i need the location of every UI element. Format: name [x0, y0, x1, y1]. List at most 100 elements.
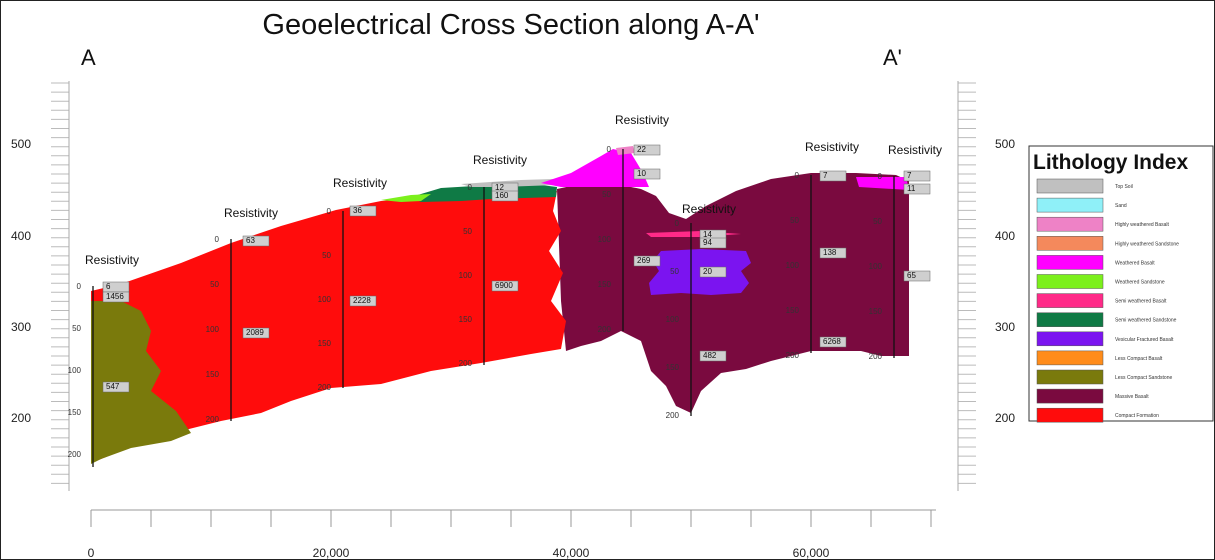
section-end-label: A'	[883, 45, 902, 70]
borehole-depth-label: 150	[206, 370, 220, 379]
borehole-depth-label: 0	[215, 235, 220, 244]
borehole-depth-label: 200	[318, 383, 332, 392]
unit-weathered-sandstone	[381, 194, 431, 202]
legend-label: Vesicular Fractured Basalt	[1115, 337, 1174, 343]
borehole-depth-label: 100	[68, 366, 82, 375]
left-elevation-tick-400: 400	[11, 229, 31, 243]
borehole-value-box	[242, 235, 270, 247]
borehole-depth-label: 0	[878, 172, 883, 181]
right-elevation-tick-200: 200	[995, 411, 1015, 425]
borehole-depth-label: 100	[318, 295, 332, 304]
borehole-resistivity-value: 6	[106, 282, 111, 291]
borehole-resistivity-header: Resistivity	[805, 140, 859, 154]
borehole-resistivity-value: 138	[823, 248, 837, 257]
borehole-value-box	[819, 247, 847, 259]
legend-item: Highly weathered Basalt	[1036, 216, 1170, 232]
borehole-value-box	[903, 270, 931, 282]
legend-swatch	[1036, 178, 1104, 194]
borehole-depth-label: 100	[869, 262, 883, 271]
legend-swatch	[1036, 293, 1104, 308]
borehole-depth-label: 0	[468, 183, 473, 192]
legend-label: Semi weathered Sandstone	[1115, 318, 1177, 324]
borehole-depth-label: 100	[459, 271, 473, 280]
legend-item: Weathered Basalt	[1036, 255, 1155, 270]
unit-weathered-basalt-east	[856, 177, 909, 190]
borehole-depth-label: 100	[206, 325, 220, 334]
borehole-depth-label: 150	[459, 315, 473, 324]
borehole-resistivity-header: Resistivity	[615, 113, 669, 127]
borehole-depth-label: 150	[786, 306, 800, 315]
borehole-resistivity-value: 6900	[495, 281, 513, 290]
borehole-resistivity-value: 36	[353, 206, 362, 215]
borehole-value-box	[349, 295, 377, 307]
borehole-logs: Resistivity05010015020061456547Resistivi…	[68, 113, 942, 467]
borehole-value-box	[491, 280, 519, 292]
legend-label: Top Soil	[1115, 184, 1133, 190]
borehole-resistivity-value: 22	[637, 145, 646, 154]
legend-swatch	[1036, 312, 1104, 327]
legend-item: Semi weathered Basalt	[1036, 293, 1167, 308]
borehole-depth-label: 150	[598, 280, 612, 289]
borehole-depth-label: 0	[77, 282, 82, 291]
borehole-depth-label: 200	[666, 411, 680, 420]
unit-compact-formation	[91, 191, 566, 463]
borehole-resistivity-value: 269	[637, 256, 651, 265]
borehole-depth-label: 200	[869, 352, 883, 361]
left-elevation-tick-500: 500	[11, 137, 31, 151]
legend-label: Highly weathered Sandstone	[1115, 241, 1179, 247]
legend-item: Vesicular Fractured Basalt	[1036, 331, 1174, 347]
borehole-value-box	[819, 336, 847, 348]
borehole-depth-label: 200	[206, 415, 220, 424]
left-elevation-tick-300: 300	[11, 320, 31, 334]
borehole-resistivity-header: Resistivity	[888, 143, 942, 157]
borehole-resistivity-value: 6268	[823, 337, 841, 346]
figure-title: Geoelectrical Cross Section along A-A'	[262, 9, 759, 41]
unit-highly-weathered-basalt	[616, 146, 635, 155]
borehole-resistivity-header: Resistivity	[333, 176, 387, 190]
borehole-resistivity-value: 1456	[106, 292, 124, 301]
section-start-label: A	[81, 45, 96, 70]
legend-item: Less Compact Basalt	[1036, 350, 1163, 366]
borehole-value-box	[699, 266, 727, 278]
borehole-resistivity-value: 2228	[353, 296, 371, 305]
borehole-value-box	[633, 255, 661, 267]
borehole-value-box	[102, 381, 130, 393]
distance-tick-40000: 40,000	[553, 546, 590, 559]
borehole-depth-label: 50	[463, 227, 472, 236]
legend-item: Semi weathered Sandstone	[1036, 312, 1177, 327]
borehole-resistivity-header: Resistivity	[85, 253, 139, 267]
borehole-depth-label: 200	[598, 325, 612, 334]
borehole-value-box	[819, 170, 847, 182]
borehole-resistivity-value: 482	[703, 351, 717, 360]
borehole-value-box	[903, 170, 931, 182]
legend-label: Weathered Basalt	[1115, 260, 1155, 266]
legend-swatch	[1036, 255, 1104, 270]
legend-label: Semi weathered Basalt	[1115, 299, 1167, 305]
borehole-depth-label: 200	[459, 359, 473, 368]
borehole-value-box	[633, 144, 661, 156]
borehole-depth-label: 50	[322, 251, 331, 260]
legend-item: Less Compact Sandstone	[1036, 369, 1172, 385]
legend-swatch	[1036, 216, 1104, 232]
legend-label: Massive Basalt	[1115, 394, 1149, 400]
legend-swatch	[1036, 197, 1104, 213]
legend-label: Weathered Sandstone	[1115, 280, 1165, 286]
right-elevation-tick-500: 500	[995, 137, 1015, 151]
borehole-resistivity-header: Resistivity	[473, 153, 527, 167]
borehole-value-box	[242, 327, 270, 339]
borehole-value-box	[349, 205, 377, 217]
borehole-resistivity-value: 7	[907, 171, 912, 180]
borehole-depth-label: 150	[666, 363, 680, 372]
unit-less-compact-sandstone	[91, 301, 191, 464]
distance-tick-0: 0	[88, 546, 95, 559]
borehole-resistivity-value: 14	[703, 230, 712, 239]
unit-weathered-basalt	[541, 149, 649, 187]
distance-tick-60000: 60,000	[793, 546, 830, 559]
borehole-resistivity-value: 160	[495, 191, 509, 200]
